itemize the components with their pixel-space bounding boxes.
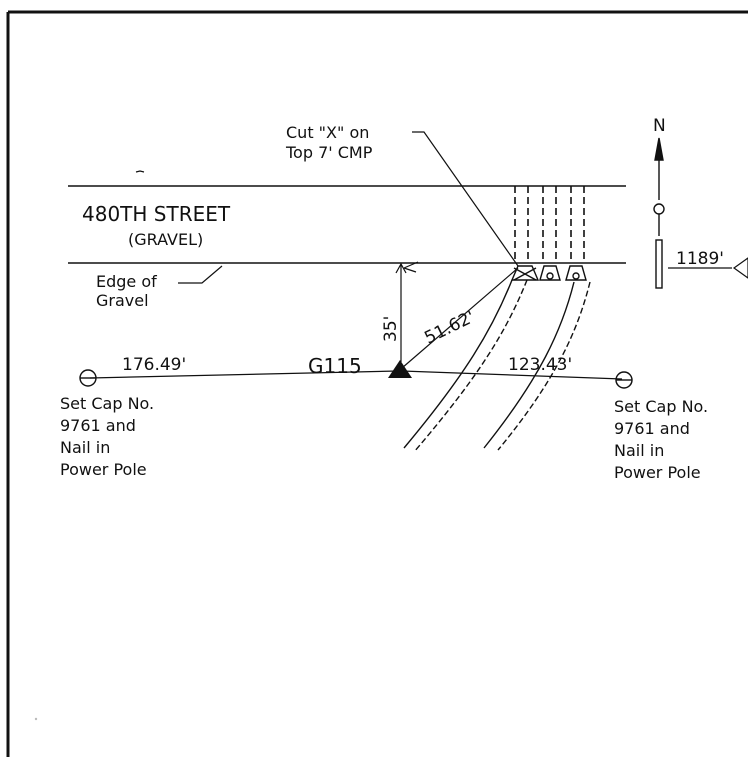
arrow-head-culvert [403, 261, 419, 273]
road-lines [68, 185, 626, 264]
stream-banks [403, 279, 591, 453]
culvert-ends [510, 265, 587, 281]
arrow-head-edge [395, 262, 407, 274]
station-label: G115 [308, 354, 362, 378]
svg-text:Power Pole: Power Pole [60, 460, 147, 479]
culvert-note-line2: Top 7' CMP [285, 143, 373, 162]
north-label: N [653, 116, 666, 136]
culvert-note-line1: Cut "X" on [286, 123, 369, 142]
svg-text:Set Cap No.: Set Cap No. [614, 397, 708, 416]
svg-text:Set Cap No.: Set Cap No. [60, 394, 154, 413]
north-arrow-icon [653, 137, 665, 289]
svg-text:Nail in: Nail in [60, 438, 110, 457]
edge-leader [178, 265, 223, 284]
edge-label-line1: Edge of [96, 272, 157, 291]
street-name: 480TH STREET [82, 202, 231, 226]
dim-east-tie: 123.43' [508, 355, 572, 375]
tie-lines [89, 264, 623, 380]
svg-text:Power Pole: Power Pole [614, 463, 701, 482]
station-triangle-icon [388, 360, 412, 378]
svg-text:9761 and: 9761 and [614, 419, 690, 438]
right-monument-note: Set Cap No. 9761 and Nail in Power Pole [614, 397, 708, 482]
sheet-border [6, 10, 748, 757]
svg-text:9761 and: 9761 and [60, 416, 136, 435]
off-sheet-leader [668, 257, 748, 279]
dim-to-culvert: 51.62' [421, 307, 478, 348]
left-monument-symbol [79, 369, 97, 387]
dim-west-tie: 176.49' [122, 355, 186, 375]
culvert-leader [412, 131, 519, 267]
left-monument-note: Set Cap No. 9761 and Nail in Power Pole [60, 394, 154, 479]
svg-text:Nail in: Nail in [614, 441, 664, 460]
culvert-pipes [514, 186, 585, 263]
dim-to-edge: 35' [381, 316, 401, 342]
small-tick-mark [135, 170, 145, 173]
scan-speck [34, 717, 38, 721]
street-surface: (GRAVEL) [128, 230, 203, 249]
edge-label-line2: Gravel [96, 291, 149, 310]
right-monument-symbol [615, 371, 633, 389]
dim-off-sheet: 1189' [676, 249, 724, 269]
